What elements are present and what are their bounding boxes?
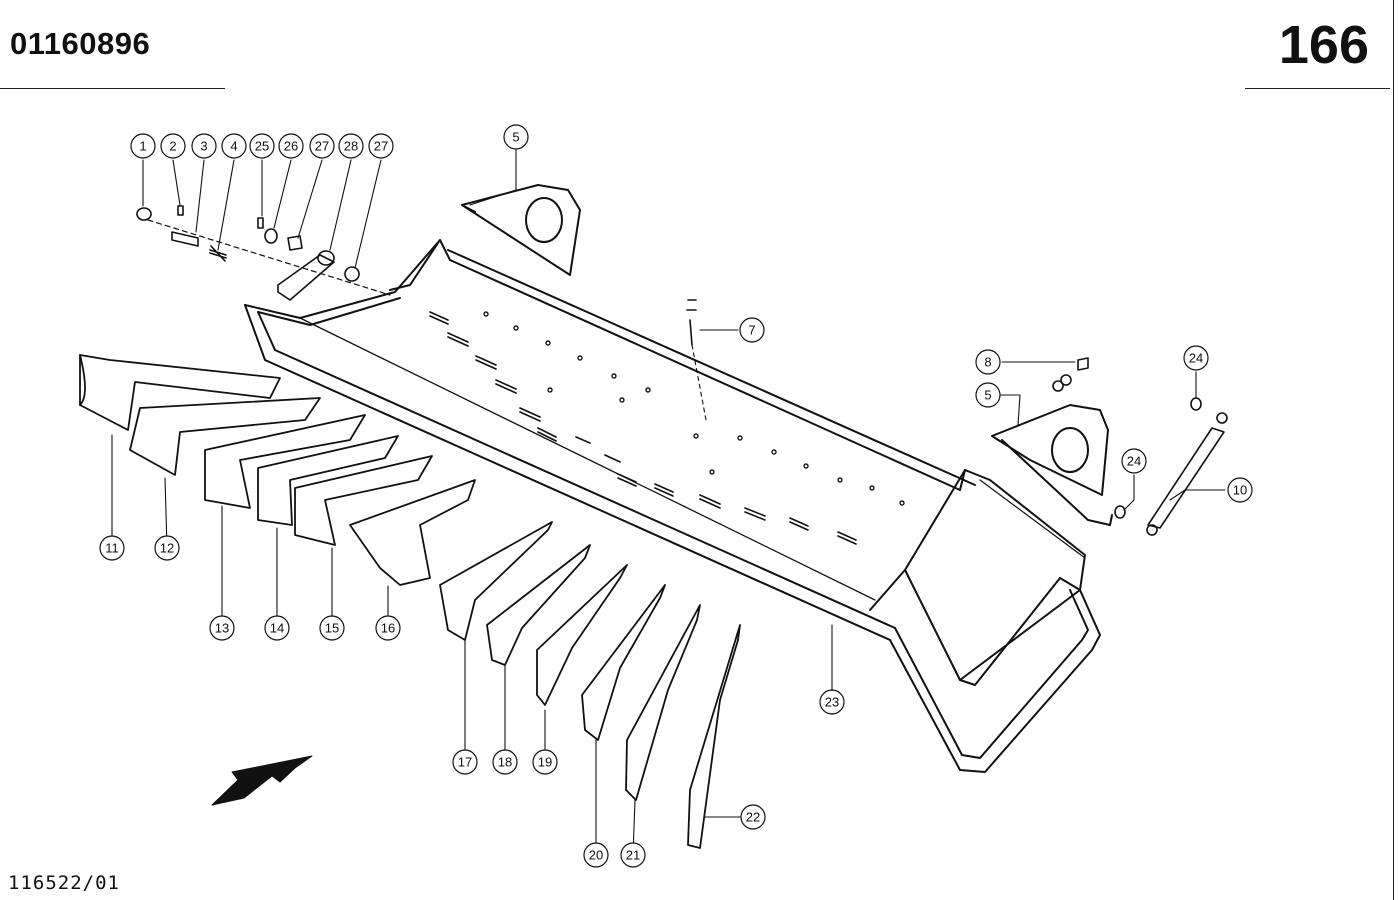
callout-15: 15 bbox=[319, 615, 345, 641]
callout-25: 25 bbox=[249, 133, 275, 159]
callout-19: 19 bbox=[532, 749, 558, 775]
frame-right-edge bbox=[1393, 0, 1394, 900]
callout-14: 14 bbox=[264, 615, 290, 641]
callout-label: 21 bbox=[626, 848, 640, 863]
callout-label: 12 bbox=[160, 541, 174, 556]
callout-12: 12 bbox=[154, 535, 180, 561]
callout-label: 24 bbox=[1189, 351, 1203, 366]
callout-label: 25 bbox=[255, 139, 269, 154]
callout-17: 17 bbox=[452, 749, 478, 775]
callout-28: 28 bbox=[338, 133, 364, 159]
callout-label: 5 bbox=[512, 130, 519, 145]
trough-holes bbox=[483, 311, 905, 506]
callout-label: 3 bbox=[200, 139, 207, 154]
callout-label: 19 bbox=[538, 755, 552, 770]
trough-slots bbox=[429, 311, 857, 545]
callout-26: 26 bbox=[278, 133, 304, 159]
callout-10: 10 bbox=[1227, 477, 1253, 503]
callout-label: 20 bbox=[589, 848, 603, 863]
callout-label: 4 bbox=[230, 139, 237, 154]
callout-24-b: 24 bbox=[1121, 448, 1147, 474]
header-rule-left bbox=[0, 88, 225, 89]
bracket-left bbox=[461, 184, 581, 276]
callout-label: 1 bbox=[139, 139, 146, 154]
callout-18: 18 bbox=[492, 749, 518, 775]
callout-label: 13 bbox=[215, 621, 229, 636]
callout-4: 4 bbox=[221, 133, 247, 159]
page-number: 166 bbox=[1278, 15, 1369, 75]
callout-5-b: 5 bbox=[975, 382, 1001, 408]
drawing-reference: 116522/01 bbox=[8, 872, 120, 894]
leader-lines bbox=[111, 149, 1226, 856]
callout-22: 22 bbox=[740, 804, 766, 830]
callout-label: 27 bbox=[374, 139, 388, 154]
pivot-hardware bbox=[136, 205, 391, 301]
document-number: 01160896 bbox=[10, 26, 151, 61]
callout-8: 8 bbox=[975, 349, 1001, 375]
callout-label: 17 bbox=[458, 755, 472, 770]
callout-label: 23 bbox=[825, 695, 839, 710]
callout-2: 2 bbox=[160, 133, 186, 159]
callout-16: 16 bbox=[375, 615, 401, 641]
callout-label: 16 bbox=[381, 621, 395, 636]
callout-label: 18 bbox=[498, 755, 512, 770]
callout-label: 2 bbox=[169, 139, 176, 154]
bracket-right bbox=[979, 404, 1113, 559]
callout-27-b: 27 bbox=[368, 133, 394, 159]
callout-21: 21 bbox=[620, 842, 646, 868]
direction-arrow bbox=[211, 755, 313, 806]
callout-27-a: 27 bbox=[309, 133, 335, 159]
callout-label: 27 bbox=[315, 139, 329, 154]
callout-23: 23 bbox=[819, 689, 845, 715]
stud-and-strut bbox=[686, 299, 1228, 536]
callout-label: 28 bbox=[344, 139, 358, 154]
callout-label: 15 bbox=[325, 621, 339, 636]
callout-13: 13 bbox=[209, 615, 235, 641]
wear-plates bbox=[79, 354, 476, 586]
callout-11: 11 bbox=[99, 535, 125, 561]
callout-label: 24 bbox=[1127, 454, 1141, 469]
blade-plates bbox=[439, 521, 741, 849]
callout-label: 11 bbox=[105, 541, 119, 556]
callout-label: 26 bbox=[284, 139, 298, 154]
callout-label: 14 bbox=[270, 621, 284, 636]
trough-frame bbox=[244, 239, 1101, 773]
callout-label: 8 bbox=[984, 355, 991, 370]
callout-label: 22 bbox=[746, 810, 760, 825]
header-rule-right bbox=[1245, 88, 1390, 89]
callout-20: 20 bbox=[583, 842, 609, 868]
callout-5-a: 5 bbox=[503, 124, 529, 150]
callout-label: 10 bbox=[1233, 483, 1247, 498]
callout-7: 7 bbox=[739, 317, 765, 343]
callout-3: 3 bbox=[191, 133, 217, 159]
callout-label: 7 bbox=[748, 323, 755, 338]
callout-1: 1 bbox=[130, 133, 156, 159]
callout-label: 5 bbox=[984, 388, 991, 403]
callout-24-a: 24 bbox=[1183, 345, 1209, 371]
